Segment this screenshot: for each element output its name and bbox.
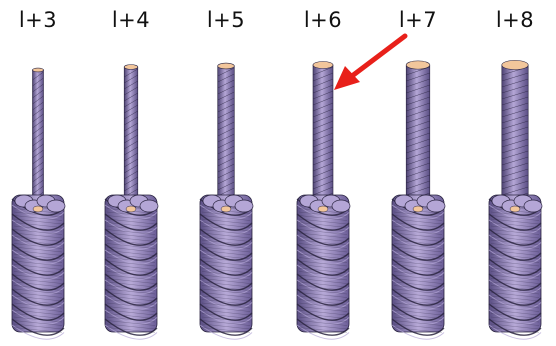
- rope-panel: [200, 63, 253, 339]
- strand-end: [47, 200, 65, 212]
- central-rod: [502, 60, 528, 215]
- rod-cap: [218, 63, 235, 69]
- rope-panel: [297, 62, 350, 340]
- panel-label: l+4: [91, 8, 171, 32]
- rope-panel: [105, 65, 158, 340]
- strand-end: [427, 200, 445, 212]
- central-rod: [406, 61, 430, 215]
- rod-cap: [33, 68, 44, 72]
- panel-label: l+7: [378, 8, 458, 32]
- panel-label: l+6: [283, 8, 363, 32]
- panel-label: l+8: [475, 8, 555, 32]
- rope-panel: [12, 68, 65, 339]
- red-arrow-icon: [334, 36, 405, 90]
- twisted-strands: [12, 195, 65, 339]
- strand-end: [235, 200, 253, 212]
- central-rod: [124, 65, 138, 215]
- rope-panel: [489, 60, 542, 339]
- twisted-strands: [489, 195, 542, 339]
- rope-panel: [392, 61, 445, 339]
- rod-cap: [406, 61, 430, 69]
- rod-cap: [313, 62, 333, 69]
- twisted-strands: [392, 195, 445, 339]
- central-rod: [218, 63, 235, 215]
- strand-end: [332, 200, 350, 212]
- twisted-strands: [297, 195, 350, 339]
- panel-label: l+3: [0, 8, 78, 32]
- twisted-strands: [105, 195, 158, 339]
- rod-cap: [124, 65, 138, 70]
- strand-end: [140, 200, 158, 212]
- rod-cap: [502, 60, 528, 69]
- strand-end: [524, 200, 542, 212]
- twisted-strands: [200, 195, 253, 339]
- panel-label: l+5: [186, 8, 266, 32]
- central-rod: [313, 62, 333, 216]
